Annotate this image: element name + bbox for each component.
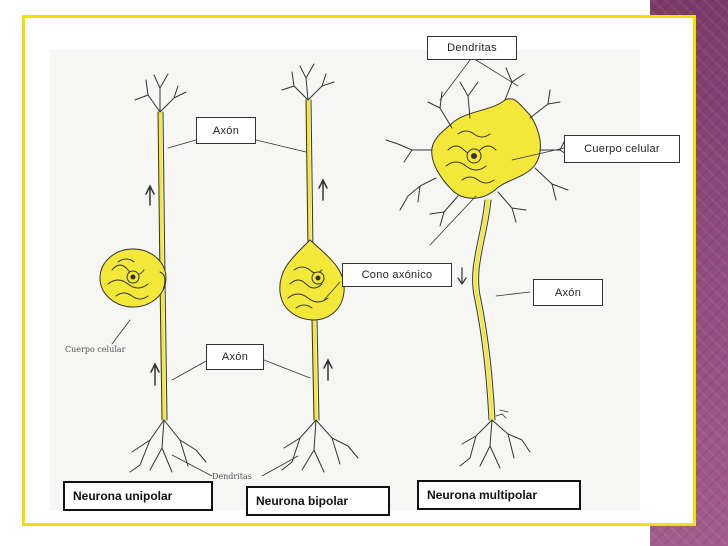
caption-neurona-multipolar: Neurona multipolar (417, 480, 581, 510)
caption-neurona-unipolar: Neurona unipolar (63, 481, 213, 511)
unipolar-neuron (99, 73, 207, 473)
label-dendritas-top: Dendritas (427, 36, 517, 60)
label-axon-bipolar: Axón (206, 344, 264, 370)
label-cuerpo-celular-unipolar: Cuerpo celular (65, 345, 126, 354)
down-arrow (457, 267, 467, 286)
label-dendritas-bottom: Dendritas (212, 472, 252, 481)
label-cono-axonico: Cono axónico (342, 263, 452, 287)
bipolar-neuron (279, 63, 359, 473)
label-axon-multipolar: Axón (533, 279, 603, 306)
label-axon-unipolar: Axón (196, 117, 256, 144)
caption-neurona-bipolar: Neurona bipolar (246, 486, 390, 516)
label-cuerpo-celular-multipolar: Cuerpo celular (564, 135, 680, 163)
leader-lines (111, 59, 565, 477)
multipolar-neuron (385, 67, 573, 469)
